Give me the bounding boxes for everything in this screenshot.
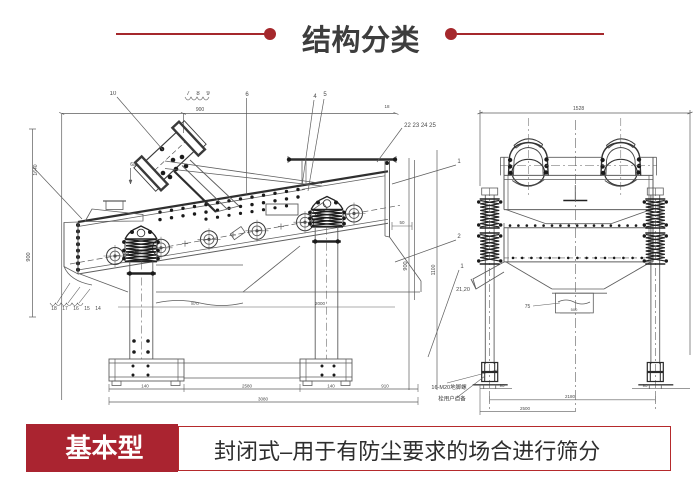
- svg-text:2580: 2580: [242, 384, 253, 389]
- svg-text:3080: 3080: [258, 397, 269, 402]
- svg-text:栓用户自备: 栓用户自备: [438, 395, 466, 403]
- svg-text:7: 7: [186, 91, 190, 97]
- svg-text:8: 8: [196, 91, 200, 97]
- svg-text:900: 900: [403, 261, 409, 270]
- svg-text:140: 140: [141, 384, 149, 389]
- svg-text:90: 90: [642, 383, 648, 388]
- svg-text:90: 90: [499, 383, 505, 388]
- svg-text:1100: 1100: [431, 264, 437, 275]
- svg-text:16-M20地脚螺: 16-M20地脚螺: [431, 383, 467, 391]
- svg-text:22 23 24 25: 22 23 24 25: [404, 123, 436, 129]
- svg-text:6a: 6a: [130, 162, 136, 168]
- svg-text:1: 1: [460, 264, 464, 270]
- svg-text:14: 14: [95, 306, 101, 312]
- svg-text:18: 18: [51, 306, 57, 312]
- svg-text:5: 5: [323, 92, 327, 98]
- svg-text:1528: 1528: [573, 106, 584, 112]
- svg-text:1: 1: [457, 159, 461, 165]
- svg-text:870: 870: [191, 301, 199, 306]
- svg-text:18: 18: [384, 104, 390, 109]
- svg-text:10: 10: [110, 91, 117, 97]
- svg-text:75: 75: [525, 304, 531, 310]
- svg-text:50: 50: [399, 220, 405, 225]
- svg-text:2: 2: [457, 234, 461, 240]
- svg-text:2180: 2180: [565, 394, 576, 399]
- svg-text:500: 500: [571, 307, 578, 312]
- svg-text:15: 15: [84, 306, 90, 312]
- svg-text:910: 910: [381, 384, 389, 389]
- svg-text:2000: 2000: [315, 301, 326, 306]
- svg-text:900: 900: [26, 252, 32, 261]
- svg-text:6: 6: [245, 92, 249, 98]
- svg-text:4: 4: [313, 94, 317, 100]
- svg-text:2500: 2500: [520, 406, 531, 411]
- svg-text:9: 9: [206, 91, 210, 97]
- svg-text:21,20: 21,20: [456, 287, 470, 293]
- svg-text:900: 900: [196, 107, 205, 113]
- svg-text:16: 16: [73, 306, 79, 312]
- svg-text:140: 140: [327, 384, 335, 389]
- svg-text:17: 17: [62, 306, 68, 312]
